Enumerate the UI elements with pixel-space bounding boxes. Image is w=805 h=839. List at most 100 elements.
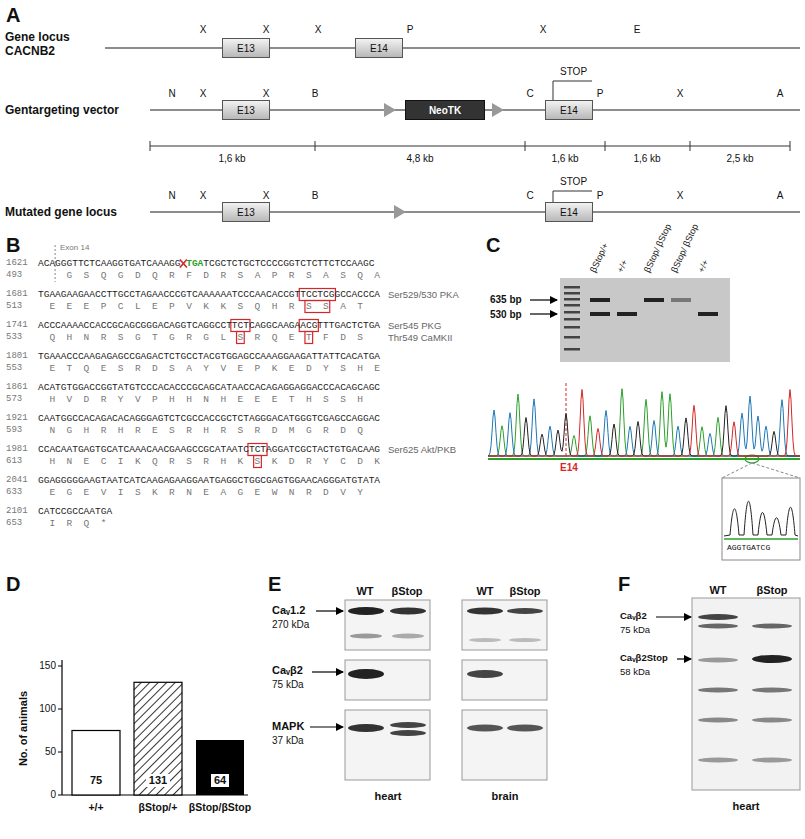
position-number: 533: [6, 332, 22, 343]
agarose-gel: [698, 312, 718, 316]
lane-label: βStop/+: [588, 241, 610, 274]
bar-value: 64: [211, 774, 229, 787]
position-number: 553: [6, 363, 22, 374]
western-blot: [350, 634, 382, 639]
western-blot: [752, 624, 792, 629]
western-blot: [698, 614, 738, 620]
lane-header: βStop: [391, 585, 422, 598]
band-arrow: [530, 313, 557, 314]
restriction-site: STOP: [560, 176, 587, 188]
sequence-trace: [488, 406, 800, 456]
row-label: Mutated gene locus: [5, 205, 117, 219]
band-size: 530 bp: [490, 309, 522, 321]
exon-label: E14: [370, 43, 388, 54]
protein-sequence: G S Q G D Q R F D R S A P R S A S Q A: [67, 270, 381, 281]
dimension-bar: [150, 141, 790, 151]
category-label: βStop/+: [139, 801, 178, 814]
agarose-gel: [671, 298, 691, 302]
dna-sequence: ACATGTGGACCGGTATGTCCCACACCCGCAGCATAACCAC…: [38, 382, 380, 393]
position-number: 1921: [6, 413, 28, 424]
selection-cassette: NeoTK: [405, 100, 485, 120]
exon-box: E13: [222, 38, 270, 58]
sequence-trace: [488, 389, 800, 456]
western-blot: [345, 660, 430, 700]
axis-tick: 0: [50, 789, 56, 801]
restriction-site: C: [526, 88, 533, 100]
lane-label: βStop/ βStop: [669, 222, 700, 274]
western-blot: [752, 718, 792, 723]
dimension-bar: [315, 141, 316, 151]
restriction-site: X: [200, 88, 207, 100]
axis-tick: 50: [45, 746, 56, 758]
position-number: 653: [6, 518, 22, 529]
position-number: 1621: [6, 258, 28, 269]
loxp-triangle: [492, 103, 504, 117]
band-arrow: [310, 726, 343, 727]
gene-line: [105, 47, 800, 49]
lane-label: +/+: [696, 258, 711, 274]
restriction-site: B: [312, 88, 319, 100]
agarose-gel: [560, 278, 730, 362]
axis-title: No. of animals: [18, 690, 31, 765]
category-label: +/+: [88, 801, 103, 814]
exon-label: E14: [560, 207, 578, 218]
agarose-gel: [564, 326, 580, 329]
agarose-gel: [564, 336, 580, 339]
western-blot: [348, 724, 384, 732]
agarose-gel: [564, 298, 580, 301]
category-label: βStop/βStop: [189, 801, 251, 814]
agarose-gel: [564, 286, 580, 289]
band-arrow: [530, 299, 557, 300]
restriction-site: X: [200, 190, 207, 202]
western-blot: [390, 730, 426, 736]
restriction-site: N: [168, 88, 175, 100]
exon-box: E13: [222, 100, 270, 120]
loxp-triangle: [384, 103, 504, 219]
protein-sequence: Q H N R S G T G R G L S R Q E T F D S: [49, 332, 363, 343]
stop-codon: TGA: [186, 258, 203, 269]
position-number: 493: [6, 270, 22, 281]
restriction-site: P: [407, 24, 414, 36]
panel-letter: B: [6, 234, 20, 256]
tissue-label: heart: [733, 800, 760, 813]
panel-letter: C: [486, 234, 500, 256]
sequence-trace: [488, 396, 800, 456]
dna-sequence: GGAGGGGGAAGTAATCATCAAGAGAAGGAATGAGGCTGGC…: [38, 475, 380, 486]
chromatogram-marks: [566, 383, 567, 458]
agarose-gel: [564, 304, 580, 307]
tissue-label: brain: [492, 790, 519, 803]
band-arrow: [656, 616, 691, 617]
band-arrow: [530, 300, 557, 314]
chromatogram-marks: [724, 538, 798, 540]
base-call: AGGTGATCG: [727, 543, 770, 553]
sequence-trace: [488, 390, 800, 457]
western-blot: [462, 660, 547, 700]
exon-label: E13: [237, 207, 255, 218]
phospho-site: Ser529/530 PKA: [388, 289, 459, 300]
dna-sequence: TGAAGAAGAACCTTGCCTAGAACCCGTCAAAAAATCCCAA…: [38, 289, 380, 300]
panel-letter: E: [268, 573, 281, 595]
western-blot: [467, 725, 503, 732]
position-number: 633: [6, 487, 22, 498]
western-blot: [698, 718, 738, 723]
chromatogram-marks: [722, 478, 800, 560]
agarose-gel: [644, 298, 664, 302]
western-blot: [752, 758, 792, 763]
western-blot: [390, 608, 426, 615]
agarose-gel: [560, 278, 730, 362]
mutation-cross: [180, 260, 187, 268]
protein-sequence: H N E C I K Q R S R H K S K D R Y C D K: [49, 456, 380, 467]
dimension-bar: [690, 141, 691, 151]
chromatogram-marks: [488, 458, 800, 460]
restriction-site: X: [540, 24, 547, 36]
agarose-gel: [590, 312, 610, 316]
western-blot: [348, 669, 384, 679]
row-label: Gentargeting vector: [5, 103, 119, 117]
phospho-site: Ser625 Akt/PKB: [388, 444, 456, 455]
position-number: 2041: [6, 475, 28, 486]
western-blot: [509, 638, 541, 642]
exon-label: E14: [560, 105, 578, 116]
western-blot: [345, 598, 800, 790]
restriction-site: B: [312, 190, 319, 202]
